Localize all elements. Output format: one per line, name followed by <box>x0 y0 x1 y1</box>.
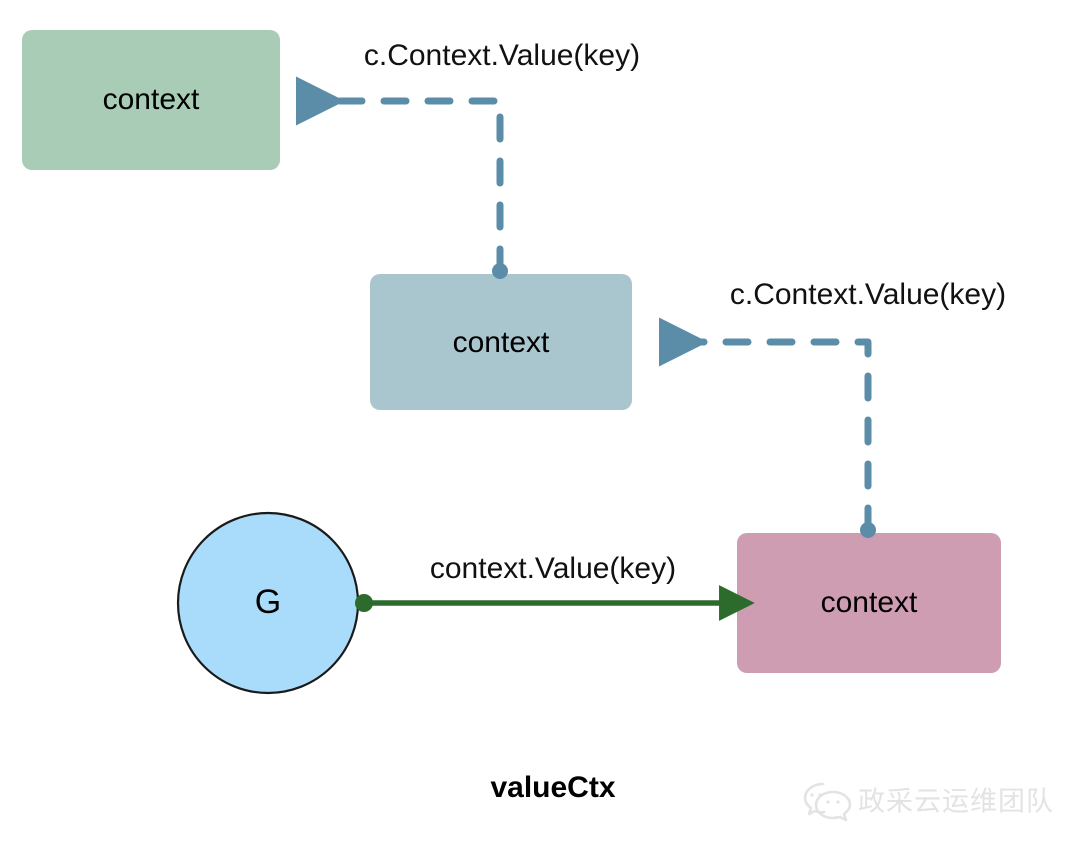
goroutine-label: G <box>255 583 281 621</box>
edge-g-to-pink <box>355 585 755 621</box>
edge-pink-to-bluegray-line <box>658 317 872 534</box>
watermark: 政采云运维团队 <box>803 782 1054 822</box>
node-context-bluegray[interactable]: context <box>370 274 632 410</box>
edge-pink-source-dot <box>860 522 876 538</box>
edge-bluegray-to-green-line <box>295 76 504 275</box>
edge-label-pink-to-bluegray: c.Context.Value(key) <box>730 278 1006 311</box>
context-pink-shape <box>737 533 1001 673</box>
context-pink-label: context <box>821 586 918 619</box>
node-context-pink[interactable]: context <box>737 533 1001 673</box>
context-bluegray-label: context <box>453 326 550 359</box>
edge-bluegray-to-green <box>295 76 508 279</box>
node-context-green[interactable]: context <box>22 30 280 170</box>
context-green-label: context <box>103 83 200 116</box>
edge-g-source-dot <box>355 594 373 612</box>
edge-pink-to-bluegray <box>658 317 876 538</box>
context-green-shape <box>22 30 280 170</box>
context-bluegray-shape <box>370 274 632 410</box>
edge-bluegray-source-dot <box>492 263 508 279</box>
edge-label-bluegray-to-green: c.Context.Value(key) <box>364 39 640 72</box>
node-goroutine-g[interactable]: G <box>176 511 360 695</box>
watermark-label: 政采云运维团队 <box>858 787 1054 818</box>
wechat-icon <box>803 782 852 822</box>
edge-label-g-to-pink: context.Value(key) <box>430 552 676 585</box>
diagram-caption: valueCtx <box>490 771 615 804</box>
